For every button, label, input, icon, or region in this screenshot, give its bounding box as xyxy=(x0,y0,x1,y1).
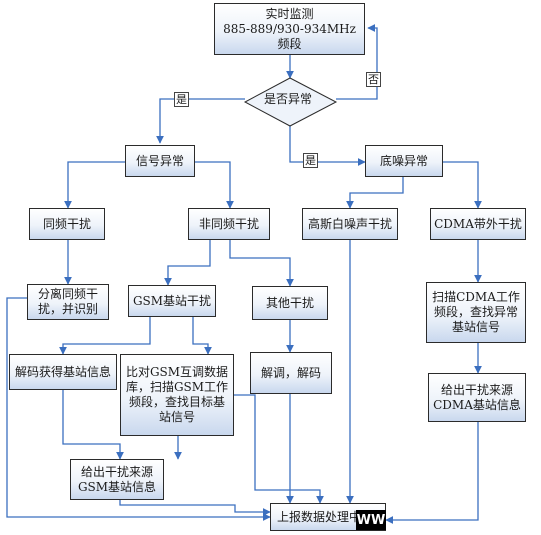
label-yes-right: 是 xyxy=(303,153,318,168)
node-give-gsm-line2: GSM基站信息 xyxy=(77,479,157,494)
edge-compare-report xyxy=(234,394,324,504)
node-compare-gsm-line1: 比对GSM互调数据 xyxy=(125,365,229,379)
node-gsm-bs-text: GSM基站干扰 xyxy=(132,293,212,308)
node-cdma-oob: CDMA带外干扰 xyxy=(430,208,526,240)
edge-yes-signal xyxy=(156,98,245,144)
node-compare-gsm-line3: 频段，查找目标基 xyxy=(128,395,225,409)
node-compare-gsm-line4: 站信号 xyxy=(158,410,195,424)
node-cochannel: 同频干扰 xyxy=(29,208,105,240)
node-give-cdma-line2: CDMA基站信息 xyxy=(433,397,521,412)
label-yes-left: 是 xyxy=(174,92,189,107)
node-signal-text: 信号异常 xyxy=(135,153,184,168)
node-compare-gsm-line2: 库，扫描GSM工作 xyxy=(125,380,229,394)
edge-signal-cochannel xyxy=(64,161,125,209)
node-give-gsm-line1: 给出干扰来源 xyxy=(80,464,153,479)
node-scan-cdma-line3: 基站信号 xyxy=(451,320,500,334)
decision-diamond xyxy=(243,77,338,127)
node-cdma-oob-text: CDMA带外干扰 xyxy=(434,216,522,231)
node-cochannel-text: 同频干扰 xyxy=(42,216,91,231)
watermark: WW xyxy=(356,510,386,530)
node-floor: 底噪异常 xyxy=(365,145,443,177)
edge-givecdma-report xyxy=(385,422,479,524)
edge-decode-givegsm xyxy=(62,390,124,460)
node-scan-cdma: 扫描CDMA工作频段，查找异常基站信号 xyxy=(426,282,526,343)
label-no: 否 xyxy=(366,72,381,87)
edge-yes-floor xyxy=(289,125,366,166)
node-nonco-text: 非同频干扰 xyxy=(198,216,259,231)
node-report-text: 上报数据处理中 xyxy=(277,509,362,524)
node-scan-cdma-line2: 频段，查找异常 xyxy=(433,305,518,319)
node-decision: 是否异常 xyxy=(263,92,312,106)
node-demod: 解调，解码 xyxy=(250,352,332,394)
edge-no-loop xyxy=(336,24,378,100)
node-gauss-text: 高斯白噪声干扰 xyxy=(307,216,392,231)
node-decode-bs: 解码获得基站信息 xyxy=(9,354,117,390)
edge-givegsm-report xyxy=(119,500,271,516)
edge-signal-nonco xyxy=(195,161,234,209)
edge-gsm-compare xyxy=(192,317,212,355)
node-gsm-bs: GSM基站干扰 xyxy=(128,285,216,317)
edge-nonco-gsm xyxy=(164,240,211,286)
node-nonco: 非同频干扰 xyxy=(188,208,270,240)
node-realtime-line1: 实时监测 xyxy=(265,6,314,21)
node-separate: 分离同频干扰，并识别 xyxy=(27,284,109,320)
node-demod-text: 解调，解码 xyxy=(260,365,321,380)
node-gauss: 高斯白噪声干扰 xyxy=(302,208,398,240)
edge-nonco-other xyxy=(229,240,294,287)
edge-gsm-decode xyxy=(59,317,151,355)
node-separate-line1: 分离同频干 xyxy=(37,287,98,301)
edge-separate-report xyxy=(6,297,271,521)
node-other-text: 其他干扰 xyxy=(265,295,314,310)
node-separate-line2: 扰，并识别 xyxy=(37,302,98,316)
node-other: 其他干扰 xyxy=(252,286,328,320)
node-scan-cdma-line1: 扫描CDMA工作 xyxy=(432,290,520,304)
edge-floor-gauss xyxy=(346,177,404,209)
node-signal: 信号异常 xyxy=(125,145,195,177)
node-decode-bs-text: 解码获得基站信息 xyxy=(14,364,111,379)
node-realtime-line2: 885-889/930-934MHz频段 xyxy=(223,21,356,51)
node-compare-gsm: 比对GSM互调数据库，扫描GSM工作频段，查找目标基站信号 xyxy=(120,354,234,436)
node-floor-text: 底噪异常 xyxy=(379,153,428,168)
node-give-cdma-line1: 给出干扰来源 xyxy=(440,382,513,397)
edge-floor-cdma xyxy=(443,161,482,209)
